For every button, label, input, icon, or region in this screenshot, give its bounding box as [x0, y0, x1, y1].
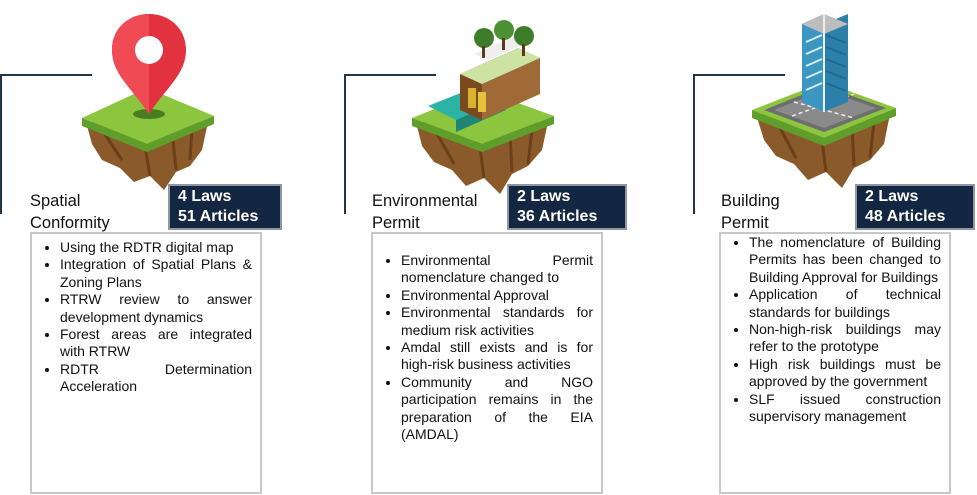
bracket-side — [0, 74, 2, 214]
laws-badge: 2 Laws 48 Articles — [855, 184, 975, 230]
bracket-top — [344, 74, 436, 76]
articles-count: 36 Articles — [517, 208, 598, 225]
list-item: Amdal still exists and is for high-risk … — [401, 339, 593, 374]
bracket-top — [0, 74, 92, 76]
bracket-side — [344, 74, 346, 214]
articles-count: 48 Articles — [865, 208, 946, 225]
building-island-icon — [752, 14, 896, 188]
details-box: Using the RDTR digital map Integration o… — [30, 232, 262, 494]
articles-count: 51 Articles — [178, 208, 259, 225]
laws-count: 2 Laws — [517, 188, 571, 205]
details-list: Environmental Permit nomenclature change… — [379, 252, 593, 443]
list-item: Non-high-risk buildings may refer to the… — [749, 321, 941, 356]
bracket-side — [693, 74, 695, 214]
list-item: SLF issued construction supervisory mana… — [749, 391, 941, 426]
list-item: Environmental Permit nomenclature change… — [401, 252, 593, 287]
bracket-top — [693, 74, 785, 76]
details-list: The nomenclature of Building Permits has… — [727, 234, 941, 425]
list-item: Application of technical standards for b… — [749, 286, 941, 321]
laws-badge: 4 Laws 51 Articles — [168, 184, 282, 230]
map-pin-island-icon — [82, 14, 214, 190]
list-item: RDTR Determination Acceleration — [60, 361, 252, 396]
list-item: Forest areas are integrated with RTRW — [60, 326, 252, 361]
list-item: Integration of Spatial Plans & Zoning Pl… — [60, 256, 252, 291]
title-line-1: Environmental — [372, 192, 478, 210]
column-title: Building Permit — [721, 190, 780, 234]
column-title: Environmental Permit — [372, 190, 477, 234]
title-line-1: Building — [721, 192, 780, 210]
laws-count: 4 Laws — [178, 188, 232, 205]
column-spatial-conformity: Spatial Conformity 4 Laws 51 Articles Us… — [0, 0, 320, 495]
list-item: Environmental standards for medium risk … — [401, 304, 593, 339]
laws-badge: 2 Laws 36 Articles — [507, 184, 627, 230]
list-item: Using the RDTR digital map — [60, 239, 252, 256]
title-line-1: Spatial — [30, 192, 81, 210]
list-item: The nomenclature of Building Permits has… — [749, 234, 941, 286]
title-line-2: Permit — [372, 214, 420, 232]
list-item: Environmental Approval — [401, 287, 593, 304]
details-box: The nomenclature of Building Permits has… — [719, 232, 951, 494]
title-line-2: Permit — [721, 214, 769, 232]
list-item: High risk buildings must be approved by … — [749, 356, 941, 391]
laws-count: 2 Laws — [865, 188, 919, 205]
details-list: Using the RDTR digital map Integration o… — [38, 239, 252, 396]
details-box: Environmental Permit nomenclature change… — [371, 232, 603, 494]
environment-pipe-island-icon — [412, 20, 554, 194]
title-line-2: Conformity — [30, 214, 110, 232]
list-item: RTRW review to answer development dynami… — [60, 291, 252, 326]
column-title: Spatial Conformity — [30, 190, 110, 234]
list-item: Community and NGO participation remains … — [401, 374, 593, 444]
